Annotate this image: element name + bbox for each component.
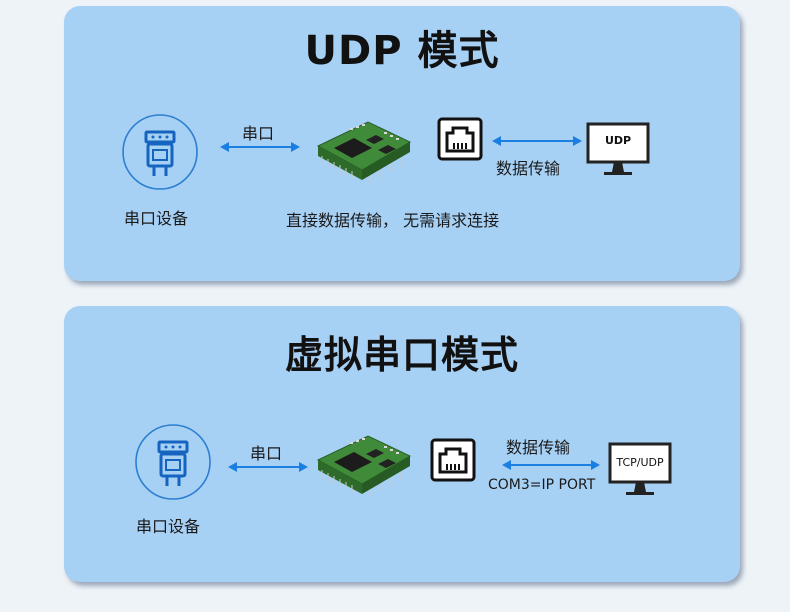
udp-mode-panel: UDP 模式 串口设备 串口 直接数据传输， 无需请求连接 bbox=[64, 6, 740, 281]
serial-link-label: 串口 bbox=[250, 444, 283, 463]
serial-port-icon bbox=[122, 114, 198, 190]
module-caption: 直接数据传输， 无需请求连接 bbox=[286, 211, 500, 230]
wifi-module-board bbox=[316, 435, 412, 498]
panel-title: UDP 模式 bbox=[304, 28, 500, 74]
double-arrow-icon bbox=[220, 142, 300, 152]
virtual-serial-mode-panel: 虚拟串口模式 串口设备 串口 bbox=[64, 306, 740, 582]
network-link-sublabel: COM3=IP PORT bbox=[488, 477, 596, 493]
ethernet-port-icon bbox=[437, 117, 483, 161]
monitor-screen-text: TCP/UDP bbox=[616, 456, 664, 469]
network-link-label: 数据传输 bbox=[496, 159, 561, 178]
ethernet-port-icon bbox=[430, 438, 476, 482]
serial-device-label: 串口设备 bbox=[124, 209, 189, 228]
wifi-module-board bbox=[316, 121, 412, 184]
monitor-screen-text: UDP bbox=[604, 134, 632, 147]
serial-device-label: 串口设备 bbox=[136, 517, 201, 536]
network-link-label: 数据传输 bbox=[506, 438, 571, 457]
monitor-icon bbox=[608, 442, 672, 495]
double-arrow-icon bbox=[228, 462, 308, 472]
panel-title: 虚拟串口模式 bbox=[284, 333, 519, 377]
serial-port-icon bbox=[135, 424, 211, 500]
double-arrow-icon bbox=[502, 460, 600, 470]
double-arrow-icon bbox=[492, 136, 582, 146]
monitor-icon bbox=[586, 122, 650, 175]
serial-link-label: 串口 bbox=[242, 124, 275, 143]
